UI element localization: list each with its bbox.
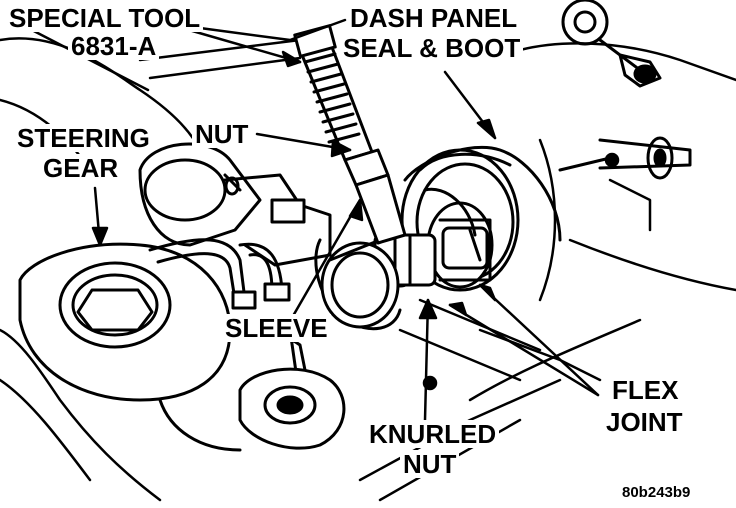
sleeve <box>314 238 402 331</box>
leader-arrows <box>26 18 600 422</box>
special-tool-threaded-rod <box>293 24 407 245</box>
label-tool-number: 6831-A <box>68 32 160 60</box>
label-steering: STEERING <box>14 124 153 152</box>
label-nut: NUT <box>192 120 252 148</box>
label-special-tool: SPECIAL TOOL <box>6 4 204 32</box>
label-gear: GEAR <box>40 154 122 182</box>
steering-gear-housing <box>18 242 302 452</box>
label-knurled-nut: NUT <box>400 450 460 478</box>
label-sleeve: SLEEVE <box>222 314 331 342</box>
upper-fitting <box>561 0 662 88</box>
background-structure <box>0 37 736 502</box>
label-seal-boot: SEAL & BOOT <box>340 34 524 62</box>
label-flex: FLEX <box>609 376 682 404</box>
label-dash-panel: DASH PANEL <box>347 4 521 32</box>
firewall-bracket <box>558 136 692 180</box>
lower-housing <box>228 331 346 450</box>
figure-code: 80b243b9 <box>622 484 691 501</box>
valve-body <box>138 142 332 310</box>
label-joint: JOINT <box>603 408 686 436</box>
label-knurled: KNURLED <box>366 420 500 448</box>
flex-joint <box>423 187 494 289</box>
